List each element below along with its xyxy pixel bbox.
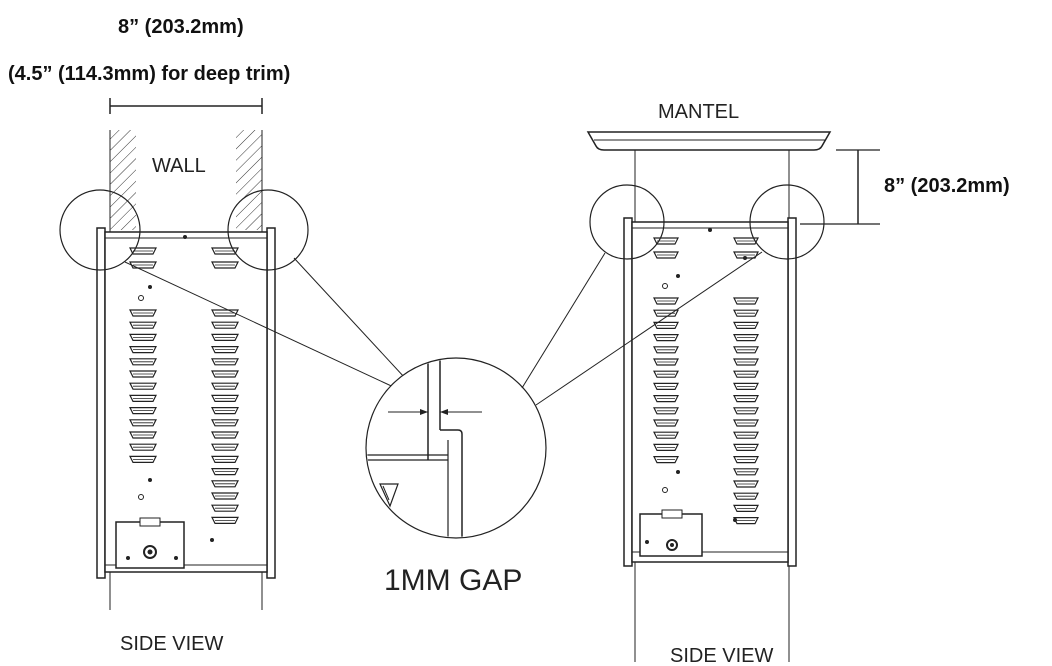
side-view-label-left: SIDE VIEW — [120, 633, 223, 655]
detail-circle-left-a — [59, 189, 141, 271]
vent-louvers — [129, 247, 239, 524]
top-dimension-label: 8” (203.2mm) — [118, 16, 244, 38]
mantel-clearance-dimension: 8” (203.2mm) — [800, 149, 1010, 225]
left-firebox — [96, 227, 276, 579]
right-firebox — [623, 217, 797, 567]
gap-label: 1MM GAP — [384, 564, 522, 597]
detail-circle-right-a — [589, 184, 665, 260]
gap-detail-magnifier — [365, 357, 547, 539]
vent-louvers — [653, 237, 759, 525]
mantel-label: MANTEL — [658, 101, 739, 123]
wall-width-dimension-line — [109, 98, 263, 114]
mantel: MANTEL — [586, 101, 832, 151]
detail-circle-left-b — [227, 189, 309, 271]
mantel-dimension-label: 8” (203.2mm) — [884, 175, 1010, 197]
wall-label: WALL — [152, 155, 206, 177]
side-view-label-right: SIDE VIEW — [670, 645, 773, 666]
detail-circle-right-b — [749, 184, 825, 260]
deep-trim-dimension-label: (4.5” (114.3mm) for deep trim) — [8, 63, 290, 85]
